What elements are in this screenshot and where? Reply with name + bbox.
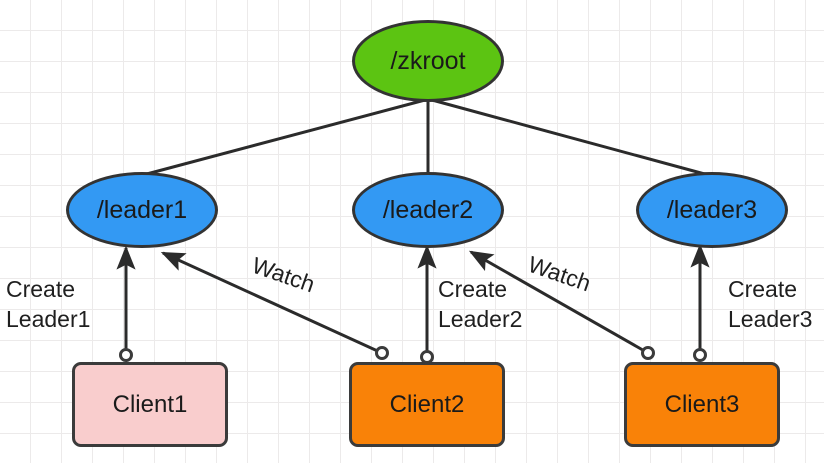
node-zkroot[interactable]: /zkroot [352,20,504,102]
node-leader2-label: /leader2 [382,195,474,224]
edge-label-create-leader2-line2: Leader2 [438,306,523,333]
node-leader3-label: /leader3 [666,195,758,224]
edge-label-create-leader3-line2: Leader3 [728,306,813,333]
node-client1[interactable]: Client1 [72,362,228,447]
node-client2-label: Client2 [389,390,465,418]
edge-client2-watch-leader1 [160,251,383,355]
edge-label-create-leader3-line1: Create [728,276,798,302]
edge-label-create-leader2-line1: Create [438,276,508,302]
node-client1-label: Client1 [112,390,188,418]
node-client2[interactable]: Client2 [349,362,505,447]
edge-label-create-leader1-line2: Leader1 [6,306,91,333]
node-leader1-label: /leader1 [96,195,188,224]
edge-root-to-leader3 [431,98,713,178]
node-leader1[interactable]: /leader1 [66,172,218,248]
port-client2-watch[interactable] [375,346,389,360]
node-client3-label: Client3 [664,390,740,418]
node-zkroot-label: /zkroot [390,46,466,75]
node-leader2[interactable]: /leader2 [352,172,504,248]
edge-label-create-leader1-line1: Create [6,276,76,302]
port-client2-create[interactable] [420,350,434,364]
edge-root-to-leader1 [142,98,426,177]
port-client3-create[interactable] [693,348,707,362]
node-client3[interactable]: Client3 [624,362,780,447]
edge-label-create-leader2: Create Leader2 [438,274,522,335]
edge-label-create-leader1: Create Leader1 [6,274,90,335]
port-client1-create[interactable] [119,348,133,362]
port-client3-watch[interactable] [641,346,655,360]
node-leader3[interactable]: /leader3 [636,172,788,248]
edge-label-create-leader3: Create Leader3 [728,274,812,335]
edge-client3-watch-leader2 [468,250,649,355]
